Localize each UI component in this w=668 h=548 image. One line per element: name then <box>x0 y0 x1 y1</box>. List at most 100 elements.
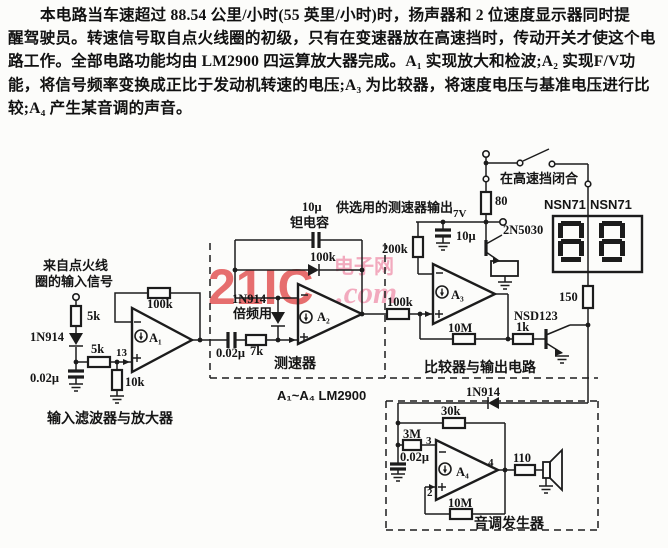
resistor-1k-label: 1k <box>516 320 529 334</box>
resistor-100k-a3-input <box>385 307 411 321</box>
comparator-stage: 100k 200k 供选用的测速器输出 7V 10μ A₃ 10M 1k NSD… <box>335 200 591 375</box>
tachometer-stage: 0.02μ 7k 1N914 倍频用 A₂ 10μ 钽电容 100k 测速器 A… <box>216 200 366 403</box>
opamp-a3-label: A₃ <box>451 288 464 302</box>
section-input-filter-label: 输入滤波器与放大器 <box>47 410 174 426</box>
resistor-100k-a1-feedback <box>146 286 172 300</box>
diode-1n914-input-label: 1N914 <box>30 330 65 344</box>
resistor-200k <box>411 235 425 259</box>
tach-output-label: 供选用的测速器输出 <box>335 200 453 215</box>
resistor-10m-a4-label: 10M <box>448 496 473 510</box>
ground-icon <box>69 383 83 392</box>
paragraph-line: 本电路当车速超过 88.54 公里/小时(55 英里/小时)时，扬声器和 2 位… <box>40 7 631 24</box>
pin-4-label: 4 <box>488 457 494 469</box>
pin-3-label: 3 <box>426 435 432 447</box>
norton-current-source-icon <box>299 310 313 324</box>
capacitor-002-coupling-label: 0.02μ <box>216 346 245 360</box>
paragraph-line: 路工作。全部电路功能均由 LM2900 四运算放大器完成。A₁ 实现放大和检波;… <box>8 53 636 71</box>
transistor-2n5030-label: 2N5030 <box>503 223 543 237</box>
norton-current-source-icon <box>438 462 452 476</box>
resistor-80-label: 80 <box>495 194 508 208</box>
source-label-line1: 来自点火线 <box>42 258 108 273</box>
description-paragraph: 本电路当车速超过 88.54 公里/小时(55 英里/小时)时，扬声器和 2 位… <box>8 4 662 120</box>
transistor-nsd123 <box>544 329 563 356</box>
display-left-label: NSN71 <box>544 197 586 212</box>
input-filter-stage: 5k 1N914 5k 0.02μ 10k 13 100k A₁ 输入滤波器与放… <box>30 258 228 426</box>
resistor-200k-label: 200k <box>382 242 408 256</box>
section-tachometer-label: 测速器 <box>274 355 317 371</box>
resistor-5k-input-label: 5k <box>87 309 100 323</box>
ground-icon <box>391 473 405 482</box>
resistor-100k-a3-label: 100k <box>387 295 413 309</box>
ground-icon <box>436 242 450 251</box>
paragraph-line: 较;A₄ 产生某音调的声音。 <box>8 99 192 117</box>
circuit-diagram: 21IC 电子网 .com <box>30 148 644 531</box>
resistor-100k-a1-label: 100k <box>147 297 173 311</box>
seven-segment-display-box <box>551 214 644 274</box>
gear-switch <box>516 159 556 168</box>
resistor-150-label: 150 <box>559 290 578 304</box>
pin-13-label: 13 <box>116 347 128 359</box>
opamp-a4 <box>434 438 501 502</box>
paragraph-line: 醒驾驶员。转速信号取自点火线圈的初级，只有在变速器放在高速挡时，传动开关才使这个… <box>8 30 656 48</box>
opamp-a2-label: A₂ <box>317 310 330 324</box>
pin-2-label: 2 <box>427 487 433 499</box>
ground-icon <box>555 355 569 364</box>
speaker-icon <box>542 447 563 493</box>
input-terminal <box>72 292 81 301</box>
paragraph-line: 能，将信号频率变换成正比于发动机转速的电压;A₃ 为比较器，将速度电压与基准电压… <box>8 76 650 94</box>
opamp-a3 <box>431 262 498 326</box>
diode-1n914-doubler <box>271 312 285 327</box>
capacitor-002-input-label: 0.02μ <box>30 371 59 385</box>
resistor-80 <box>479 190 493 216</box>
opamp-a2 <box>296 282 365 346</box>
resistor-3m <box>401 438 423 452</box>
connector-point <box>482 175 490 183</box>
resistor-30k <box>441 416 467 430</box>
watermark-domain-suffix: .com <box>336 275 397 310</box>
watermark-brand: 21IC <box>208 259 314 315</box>
resistor-150 <box>581 284 595 310</box>
resistor-110-label: 110 <box>513 451 531 465</box>
resistor-110 <box>513 463 537 477</box>
resistor-5k-series <box>86 355 112 369</box>
tach-output-terminal <box>498 218 507 227</box>
watermark-site: 电子网 <box>334 255 394 278</box>
resistor-1k <box>511 332 535 346</box>
diode-1n914-bottom-label: 1N914 <box>466 385 501 399</box>
resistor-7k-label: 7k <box>250 344 263 358</box>
resistor-7k <box>244 333 268 347</box>
supply-terminal <box>481 150 490 159</box>
display-right-label: NSN71 <box>590 197 632 212</box>
resistor-5k-series-label: 5k <box>91 342 104 356</box>
opamp-a1-label: A₁ <box>149 331 162 345</box>
section-tone-label: 音调发生器 <box>474 515 545 531</box>
ic-type-label: A₁~A₄ LM2900 <box>277 388 366 403</box>
capacitor-10u-value-label: 10μ <box>302 200 322 214</box>
section-boxes <box>209 243 599 531</box>
capacitor-10u-filter-label: 10μ <box>456 229 476 243</box>
diode-doubler-name-label: 1N914 <box>232 292 267 306</box>
ground-icon <box>498 281 512 290</box>
source-label-line2: 圈的输入信号 <box>35 274 113 289</box>
diode-doubler-use-label: 倍频用 <box>233 306 272 321</box>
seven-segment-digit <box>558 221 584 262</box>
tach-output-voltage-label: 7V <box>453 208 467 220</box>
ground-icon <box>110 395 124 404</box>
opamp-a1 <box>130 306 195 374</box>
seven-segment-digit <box>599 221 625 262</box>
section-comparator-label: 比较器与输出电路 <box>424 359 537 375</box>
resistor-5k-input <box>69 304 83 328</box>
resistor-10m-a3 <box>451 332 477 346</box>
resistor-3m-label: 3M <box>403 427 421 441</box>
ground-icon <box>539 485 553 494</box>
resistor-10m-a4 <box>448 507 474 521</box>
resistor-10k-label: 10k <box>125 375 145 389</box>
resistor-100k-a2-label: 100k <box>310 250 336 264</box>
transistor-nsd123-label: NSD123 <box>514 309 558 323</box>
transistor-2n5030 <box>484 240 519 277</box>
capacitor-002-input <box>68 369 84 379</box>
capacitor-002-coupling <box>226 332 237 348</box>
capacitor-002-tone-label: 0.02μ <box>400 450 429 464</box>
capacitor-10u-filter <box>435 228 451 238</box>
